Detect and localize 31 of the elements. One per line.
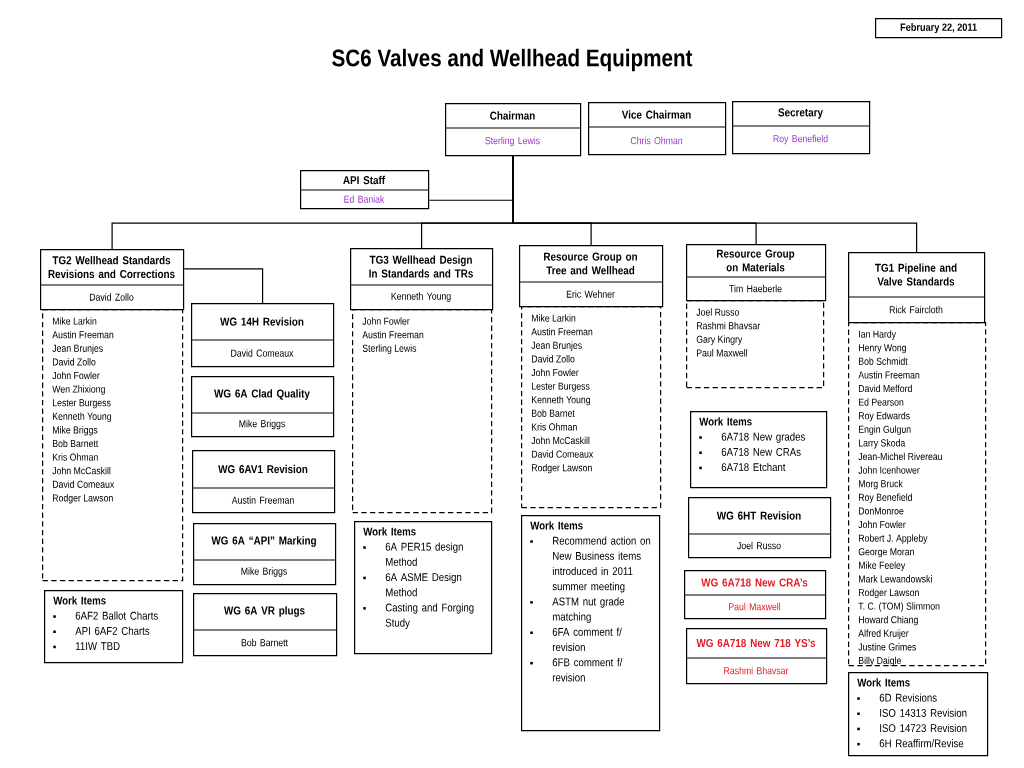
committee-box: WG 6A718 New 718 YS’s Rashmi Bhavsar [685,628,828,685]
connector-line [183,268,264,304]
work-items-box: Work Items 6D Revisions ISO 14313 Revision ISO 14723 Revision 6H Reaffirm/Revise [848,672,989,757]
work-items-box: Work Items 6A PER15 design Method 6A ASME Design Method Casting and Forging Study [354,521,493,655]
committee-box: WG 6A Clad Quality Mike Briggs [190,376,335,438]
member-list: Mike Larkin Austin Freeman Jean Brunjes David Zollo John Fowler Wen Zhixiong Lester Burgess Kenneth Young Mike Briggs Bob Barnett Kris Ohman John McCaskill David Comeaux Rodger Lawson [42,309,184,582]
committee-box: WG 6HT Revision Joel Russo [687,497,832,559]
committee-box: WG 6A718 New CRA’s Paul Maxwell [683,570,827,620]
work-items-box: Work Items 6A718 New grades 6A718 New CRAs 6A718 Etchant [690,411,828,489]
work-items-box: Work Items 6AF2 Ballot Charts API 6AF2 Charts 11IW TBD [44,590,184,664]
member-list: John Fowler Austin Freeman Sterling Lewis [352,309,493,514]
committee-box: Resource Group on Materials Tim Haeberle [685,244,827,302]
work-items-box: Work Items Recommend action on New Business items introduced in 2011 summer meeting ASTM nut grade matching 6FA comment f/ revision 6FB comment f/ revision [521,515,661,732]
committee-box: Vice Chairman Chris Ohman [587,102,727,156]
committee-box: WG 6AV1 Revision Austin Freeman [191,450,336,514]
committee-box: WG 6A “API” Marking Mike Briggs [192,523,337,586]
committee-box: TG3 Wellhead Design In Standards and TRs Kenneth Young [349,248,494,311]
connector-line [512,155,918,253]
committee-box: WG 14H Revision David Comeaux [190,303,335,368]
committee-box: API Staff Ed Baniak [299,170,430,210]
committee-box: Chairman Sterling Lewis [444,103,582,157]
committee-box: TG1 Pipeline and Valve Standards Rick Faircloth [847,252,986,324]
committee-box: WG 6A VR plugs Bob Barnett [192,593,338,657]
date-box: February 22, 2011 [875,18,1003,39]
member-list: Joel Russo Rashmi Bhavsar Gary Kingry Paul Maxwell [686,300,825,389]
title: SC6 Valves and Wellhead Equipment [332,48,693,72]
committee-box: Secretary Roy Benefield [731,101,871,155]
member-list: Mike Larkin Austin Freeman Jean Brunjes David Zollo John Fowler Lester Burgess Kenneth Young Bob Barnet Kris Ohman John McCaskill David Comeaux Rodger Lawson [521,306,662,509]
committee-box: TG2 Wellhead Standards Revisions and Corrections David Zollo [39,249,185,311]
member-list: Ian Hardy Henry Wong Bob Schmidt Austin Freeman David Mefford Ed Pearson Roy Edwards Engin Gulgun Larry Skoda Jean-Michel Rivereau John Icenhower Morg Bruck Roy Benefield DonMonroe John Fowler Robert J. Appleby George Moran Mike Feeley Mark Lewandowski Rodger Lawson T. C. (TOM) Slimmon Howard Chiang Alfred Kruijer Justine Grimes Billy Daigle [848,322,987,667]
committee-box: Resource Group on Tree and Wellhead Eric Wehner [518,245,664,308]
